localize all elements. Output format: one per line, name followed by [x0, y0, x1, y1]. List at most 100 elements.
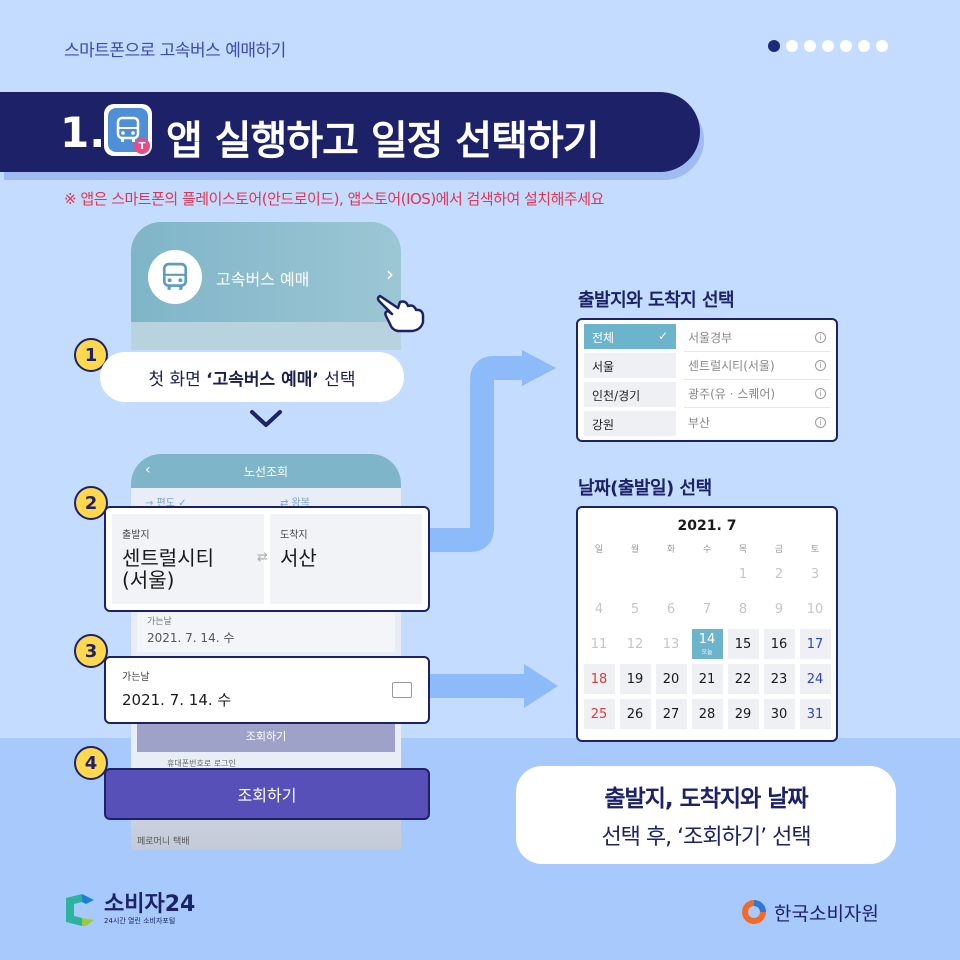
bus-icon [162, 262, 188, 290]
summary-line-2: 선택 후, ‘조회하기’ 선택 [601, 825, 811, 850]
page-dot [804, 40, 816, 52]
region-item[interactable]: 서울 [584, 353, 676, 378]
calendar-day[interactable]: 28 [691, 699, 723, 729]
info-icon[interactable]: i [815, 388, 826, 400]
chevron-right-icon: › [386, 262, 394, 286]
bus-app-icon: T [104, 104, 152, 156]
calendar-day: 5 [630, 601, 640, 617]
swap-icon[interactable]: ⇄ [257, 550, 268, 565]
calendar-icon [392, 682, 412, 698]
summary-bubble: 출발지, 도착지와 날짜 선택 후, ‘조회하기’ 선택 [516, 766, 896, 864]
tab-oneway[interactable]: → 편도 ✓ [145, 498, 187, 509]
date-select-field[interactable]: 가는날 2021. 7. 14. 수 [104, 656, 430, 724]
banner-number: 1. [60, 108, 106, 157]
weekday-label: 토 [810, 545, 820, 555]
terminal-item[interactable]: 센트럴시티(서울)i [684, 352, 830, 381]
calendar-day: 9 [774, 601, 784, 617]
kca-logo: 한국소비자원 [740, 898, 879, 926]
calendar-day[interactable]: 19 [619, 664, 651, 694]
calendar-month: 2021. 7 [677, 518, 737, 534]
info-icon[interactable]: i [815, 416, 826, 428]
weekday-label: 금 [774, 545, 784, 555]
calendar-day[interactable]: 23 [763, 664, 795, 694]
kca-logo-icon [742, 900, 766, 924]
summary-line-1: 출발지, 도착지와 날짜 [604, 786, 808, 812]
calendar-day: 4 [594, 601, 604, 617]
arrow-to-region-panel [430, 350, 556, 552]
page-dot [768, 40, 780, 52]
pointing-hand-icon [376, 294, 425, 333]
banner-title: 앱 실행하고 일정 선택하기 [166, 118, 600, 164]
page-dot [840, 40, 852, 52]
calendar-day[interactable]: 17 [799, 629, 831, 659]
step-2-badge: 2 [74, 486, 108, 520]
calendar-day: 6 [666, 601, 676, 617]
calendar-day: 8 [738, 601, 748, 617]
step-1-badge: 1 [74, 338, 108, 372]
check-icon: ✓ [657, 329, 668, 343]
calendar-day: 7 [702, 601, 712, 617]
phone-date-field[interactable]: 가는날 2021. 7. 14. 수 [137, 608, 395, 652]
route-select-card: 출발지 센트럴시티 (서울) 도착지 서산 [104, 506, 430, 612]
arrival-value: 서산 [280, 546, 317, 570]
arrow-to-calendar-panel [430, 664, 558, 708]
phone-search-button[interactable]: 조회하기 [137, 720, 395, 752]
calendar-day[interactable]: 15 [727, 629, 759, 659]
calendar-day[interactable]: 30 [763, 699, 795, 729]
tab-roundtrip[interactable]: ⇄ 왕복 [280, 498, 310, 509]
calendar-day[interactable]: 31 [799, 699, 831, 729]
calendar-day[interactable]: 29 [727, 699, 759, 729]
t-badge-icon: T [134, 138, 150, 154]
calendar-day[interactable]: 25 [583, 699, 615, 729]
weekday-label: 일 [594, 545, 604, 555]
calendar-day[interactable]: 16 [763, 629, 795, 659]
departure-field[interactable]: 출발지 센트럴시티 (서울) [112, 514, 264, 604]
calendar-day: 1 [738, 566, 748, 582]
calendar-day: 10 [806, 601, 824, 617]
weekday-label: 월 [630, 545, 640, 555]
search-button[interactable]: 조회하기 [104, 768, 430, 820]
calendar-day[interactable]: 22 [727, 664, 759, 694]
step-1-caption: 첫 화면 ‘고속버스 예매’ 선택 [100, 352, 404, 402]
calendar-day[interactable]: 26 [619, 699, 651, 729]
trip-type-tabs: → 편도 ✓ ⇄ 왕복 [131, 488, 401, 512]
calendar-day: 12 [626, 636, 644, 652]
phone-login-text: 휴대폰번호로 로그인 [167, 759, 236, 768]
calendar-day[interactable]: 18 [583, 664, 615, 694]
region-item[interactable]: 강원 [584, 411, 676, 436]
calendar-day [692, 559, 723, 589]
arrival-field[interactable]: 도착지 서산 [270, 514, 422, 604]
calendar-day: 2 [774, 566, 784, 582]
calendar-day [620, 559, 651, 589]
calendar-day: 11 [590, 636, 608, 652]
step-3-badge: 3 [74, 634, 108, 668]
info-icon[interactable]: i [815, 360, 826, 372]
info-icon[interactable]: i [815, 332, 826, 343]
install-note: ※ 앱은 스마트폰의 플레이스토어(안드로이드), 앱스토어(IOS)에서 검색… [64, 190, 604, 208]
terminal-item[interactable]: 광주(유 · 스퀘어)i [684, 380, 830, 409]
weekday-label: 목 [738, 545, 748, 555]
back-icon[interactable]: ‹ [145, 462, 151, 478]
page-dot [822, 40, 834, 52]
consumer24-logo: 소비자24 24시간 열린 소비자포털 [62, 892, 195, 928]
region-item[interactable]: 인천/경기 [584, 382, 676, 407]
bus-menu-icon[interactable] [148, 250, 202, 304]
page-dot [858, 40, 870, 52]
calendar-day[interactable]: 21 [691, 664, 723, 694]
date-value: 2021. 7. 14. 수 [122, 691, 232, 709]
consumer24-logo-icon [66, 894, 94, 926]
express-bus-booking-label[interactable]: 고속버스 예매 [216, 270, 310, 289]
region-item[interactable]: 전체✓ [584, 324, 676, 349]
calendar-day[interactable]: 20 [655, 664, 687, 694]
calendar-day[interactable]: 24 [799, 664, 831, 694]
departure-value: 센트럴시티 (서울) [122, 546, 214, 592]
calendar-day[interactable]: 27 [655, 699, 687, 729]
